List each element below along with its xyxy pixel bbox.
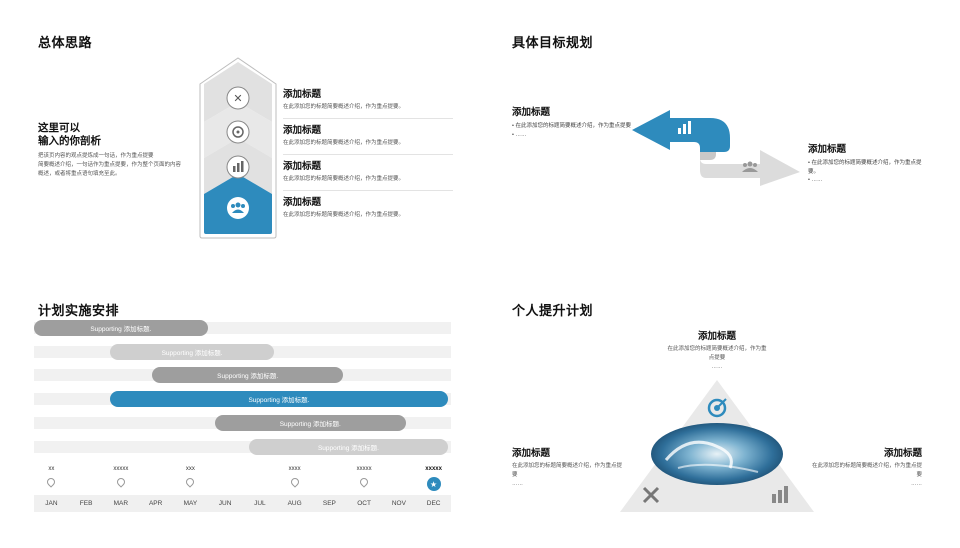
q4-title: 个人提升计划 — [512, 303, 594, 318]
q1-body: 把该页内容的观点提炼成一句话，作为重点提要 简要概述介绍，一句话作为重点提要，作… — [38, 152, 198, 179]
q4-left-more: …… — [512, 481, 523, 487]
milestone-label: xxxx — [288, 466, 301, 472]
month-label: FEB — [79, 500, 93, 507]
map-pin-icon — [45, 476, 58, 488]
month-label: AUG — [287, 500, 302, 507]
month-label: JAN — [45, 500, 58, 507]
triangle-graphic — [620, 380, 814, 512]
gantt-bar: Supporting 添加标题. — [214, 414, 406, 431]
q4-top-desc: 在此添加您的标题简要概述介绍，作为重点提要 — [667, 346, 767, 361]
q2-right-block: 添加标题 • 在此添加您的标题简要概述介绍，作为重点提要。 • …… — [808, 141, 928, 185]
q1-item-desc: 在此添加您的标题简要概述介绍，作为重点提要。 — [283, 212, 405, 218]
q1-heading-line2: 输入的你剖析 — [38, 135, 101, 147]
q1-body-line: 简要概述介绍，一句话作为重点提要，作为整个页面的内容 — [38, 162, 182, 168]
month-label: MAY — [183, 500, 198, 507]
target-icon — [707, 398, 727, 418]
bullet-text: …… — [811, 177, 823, 183]
q1-body-line: 把该页内容的观点提炼成一句话，作为重点提要 — [38, 153, 154, 159]
q4-right-title: 添加标题 — [883, 448, 922, 459]
gantt-bar: Supporting 添加标题. — [110, 343, 274, 360]
q2-right-bullet: • 在此添加您的标题简要概述介绍，作为重点提要。 — [808, 160, 922, 175]
tools-icon — [226, 86, 250, 110]
growth-chart-icon — [772, 486, 788, 503]
month-label: OCT — [357, 500, 371, 507]
gantt-chart: Supporting 添加标题. Supporting 添加标题. Supporti… — [34, 320, 451, 460]
bullet-text: 在此添加您的标题简要概述介绍，作为重点提要 — [515, 123, 631, 129]
q2-left-block: 添加标题 • 在此添加您的标题简要概述介绍，作为重点提要 • …… — [512, 104, 632, 139]
milestone-label: xxxxx — [113, 466, 129, 472]
q1-item-title: 添加标题 — [283, 89, 322, 100]
tools-icon — [642, 486, 660, 504]
month-label: APR — [148, 500, 163, 507]
q2-right-title: 添加标题 — [808, 144, 847, 155]
month-label: NOV — [391, 500, 406, 507]
q2-title: 具体目标规划 — [512, 35, 594, 50]
growth-chart-icon — [678, 121, 691, 134]
month-label: MAR — [113, 500, 129, 507]
q1-item: 添加标题 在此添加您的标题简要概述介绍，作为重点提要。 — [283, 158, 453, 191]
q1-item-title: 添加标题 — [283, 125, 322, 136]
q2-left-bullet: • 在此添加您的标题简要概述介绍，作为重点提要 — [512, 123, 631, 129]
team-icon — [227, 197, 249, 219]
q1-item: 添加标题 在此添加您的标题简要概述介绍，作为重点提要。 — [283, 194, 453, 220]
divider — [283, 190, 453, 191]
q4-top-more: …… — [711, 364, 723, 370]
q3-title: 计划实施安排 — [38, 303, 120, 318]
team-icon — [742, 161, 758, 172]
map-pin-icon — [115, 476, 127, 488]
map-pin-icon — [358, 476, 370, 488]
q4-left-block: 添加标题 在此添加您的标题简要概述介绍，作为重点提要 …… — [512, 445, 622, 489]
month-label: JUN — [218, 500, 232, 507]
month-label: DEC — [426, 500, 441, 507]
q4-left-desc: 在此添加您的标题简要概述介绍，作为重点提要 — [512, 463, 623, 478]
gantt-bar: Supporting 添加标题. — [34, 320, 208, 336]
milestone-label: xxx — [185, 466, 195, 472]
milestone-label: xxxxx — [356, 466, 372, 472]
q4-right-desc: 在此添加您的标题简要概述介绍，作为重点提要 — [812, 463, 923, 478]
q4-right-more: …… — [911, 481, 922, 487]
gantt-bar: Supporting 添加标题. — [110, 391, 448, 408]
bullet-text: 在此添加您的标题简要概述介绍，作为重点提要。 — [808, 160, 922, 175]
month-axis: JAN FEB MAR APR MAY JUN JUL AUG SEP OCT NOV DEC — [34, 495, 451, 512]
q4-right-block: 添加标题 在此添加您的标题简要概述介绍，作为重点提要 …… — [812, 445, 922, 489]
q2-left-bullet: • …… — [512, 131, 527, 138]
milestone-label: xx — [48, 466, 55, 472]
map-pin-icon — [184, 476, 197, 488]
q1-heading-line1: 这里可以 — [38, 122, 80, 134]
q2-right-bullet: • …… — [808, 177, 823, 183]
bullet-text: …… — [515, 131, 527, 138]
q4-top-title: 添加标题 — [697, 331, 736, 342]
chevron-stack-graphic: ✕ — [199, 57, 277, 239]
divider — [283, 154, 453, 155]
month-label: JUL — [254, 500, 266, 507]
q1-item-desc: 在此添加您的标题简要概述介绍，作为重点提要。 — [283, 104, 405, 110]
q1-item: 添加标题 在此添加您的标题简要概述介绍，作为重点提要。 — [283, 122, 453, 155]
q1-item-title: 添加标题 — [283, 197, 322, 208]
q1-item: 添加标题 在此添加您的标题简要概述介绍，作为重点提要。 — [283, 86, 453, 119]
month-label: SEP — [322, 500, 336, 507]
q1-item-title: 添加标题 — [283, 161, 322, 172]
u-turn-arrows-graphic — [632, 110, 800, 186]
q2-left-title: 添加标题 — [512, 107, 551, 118]
q1-item-desc: 在此添加您的标题简要概述介绍，作为重点提要。 — [283, 140, 405, 146]
q1-body-line: 概述，或者将重点语句填充至此。 — [38, 171, 121, 177]
gantt-bar: Supporting 添加标题. — [152, 367, 344, 384]
q1-item-desc: 在此添加您的标题简要概述介绍，作为重点提要。 — [283, 176, 405, 182]
star-pin-icon: ★ — [426, 477, 441, 491]
milestone-label: xxxxx — [425, 466, 442, 472]
map-pin-icon — [288, 476, 301, 488]
gantt-bar: Supporting 添加标题. — [249, 438, 448, 455]
q1-title: 总体思路 — [38, 35, 93, 50]
divider — [283, 118, 453, 119]
q4-left-title: 添加标题 — [512, 448, 551, 459]
svg-text:✕: ✕ — [233, 92, 242, 105]
q4-top-block: 添加标题 在此添加您的标题简要概述介绍，作为重点提要 …… — [657, 328, 777, 372]
q1-heading: 这里可以 输入的你剖析 — [38, 122, 198, 148]
